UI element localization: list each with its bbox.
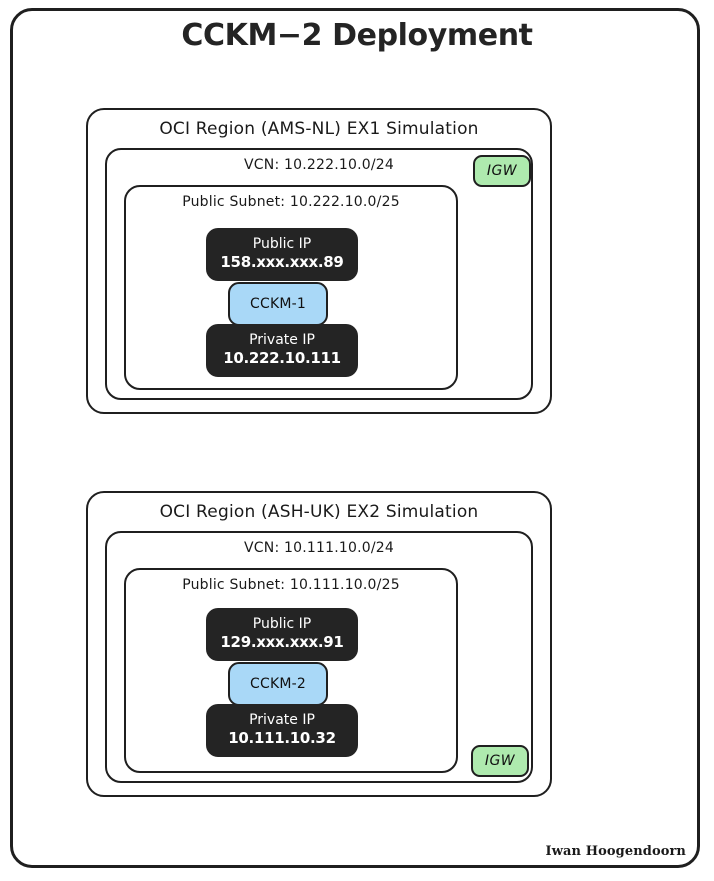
region-label-ex2: OCI Region (ASH-UK) EX2 Simulation bbox=[159, 502, 479, 522]
vcn-label-ex2: VCN: 10.111.10.0/24 bbox=[244, 540, 394, 556]
public-ip-box-ex1: Public IP 158.xxx.xxx.89 bbox=[206, 228, 358, 281]
private-ip-box-ex1: Private IP 10.222.10.111 bbox=[206, 324, 358, 377]
private-ip-title-ex2: Private IP bbox=[249, 712, 315, 728]
subnet-label-ex2: Public Subnet: 10.111.10.0/25 bbox=[182, 577, 400, 593]
igw-label-ex1: IGW bbox=[486, 163, 518, 179]
author-signature: Iwan Hoogendoorn bbox=[545, 844, 686, 859]
vcn-label-ex1: VCN: 10.222.10.0/24 bbox=[244, 157, 394, 173]
igw-badge-ex2[interactable]: IGW bbox=[471, 745, 529, 777]
public-ip-value-ex2: 129.xxx.xxx.91 bbox=[220, 633, 344, 651]
instance-box-cckm-2[interactable]: CCKM-2 bbox=[228, 662, 328, 706]
public-ip-value-ex1: 158.xxx.xxx.89 bbox=[220, 253, 344, 271]
instance-label-cckm-1: CCKM-1 bbox=[250, 296, 306, 312]
private-ip-box-ex2: Private IP 10.111.10.32 bbox=[206, 704, 358, 757]
public-ip-title-ex1: Public IP bbox=[252, 236, 312, 252]
public-ip-title-ex2: Public IP bbox=[252, 616, 312, 632]
public-ip-box-ex2: Public IP 129.xxx.xxx.91 bbox=[206, 608, 358, 661]
instance-box-cckm-1[interactable]: CCKM-1 bbox=[228, 282, 328, 326]
private-ip-title-ex1: Private IP bbox=[249, 332, 315, 348]
region-label-ex1: OCI Region (AMS-NL) EX1 Simulation bbox=[159, 119, 479, 139]
private-ip-value-ex2: 10.111.10.32 bbox=[228, 729, 336, 747]
page-title: CCKM−2 Deployment bbox=[181, 18, 533, 53]
instance-label-cckm-2: CCKM-2 bbox=[250, 676, 306, 692]
private-ip-value-ex1: 10.222.10.111 bbox=[223, 349, 341, 367]
igw-label-ex2: IGW bbox=[484, 753, 516, 769]
subnet-label-ex1: Public Subnet: 10.222.10.0/25 bbox=[182, 194, 400, 210]
igw-badge-ex1[interactable]: IGW bbox=[473, 155, 531, 187]
